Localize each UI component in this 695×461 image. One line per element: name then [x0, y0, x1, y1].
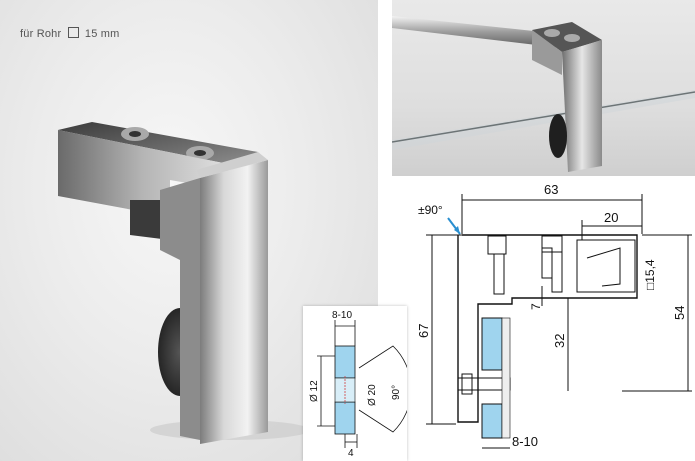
pad-detail-inset: 8-10 Ø 12 Ø 20 90° 4: [303, 306, 407, 461]
product-photo-installed: [392, 0, 695, 176]
inset-dim-top-label: 8-10: [332, 310, 352, 321]
dim-tube-label: □15,4: [643, 259, 657, 290]
drawing-svg: 63 20 ±90° □15,4 67 54 7 32 8-10: [416, 182, 692, 449]
technical-drawing: 63 20 ±90° □15,4 67 54 7 32 8-10: [392, 178, 695, 461]
dim-top-right-label: 20: [604, 210, 618, 225]
dim-angle-label: ±90°: [418, 203, 443, 217]
caption-suffix: 15 mm: [84, 28, 120, 40]
inset-dim-bottom-label: 4: [348, 448, 354, 459]
dim-glass-label: 8-10: [512, 434, 538, 449]
inset-dim-left-label: Ø 12: [309, 380, 320, 402]
dim-small-label: 7: [529, 303, 543, 310]
installed-render: [392, 16, 695, 172]
tube-size-caption: für Rohr 15 mm: [20, 27, 120, 40]
dim-mid-label: 32: [552, 334, 567, 348]
inset-dim-angle-label: 90°: [391, 385, 402, 400]
dim-width-label: 63: [544, 182, 558, 197]
product-photo-main: für Rohr 15 mm: [0, 0, 378, 461]
dim-right-height-label: 54: [672, 306, 687, 320]
square-symbol-icon: [67, 27, 79, 38]
caption-prefix: für Rohr: [20, 28, 62, 40]
inset-dim-center-label: Ø 20: [367, 384, 378, 406]
dim-height-label: 67: [416, 324, 431, 338]
clamp-render: [58, 122, 310, 444]
inset-svg: 8-10 Ø 12 Ø 20 90° 4: [309, 310, 407, 459]
